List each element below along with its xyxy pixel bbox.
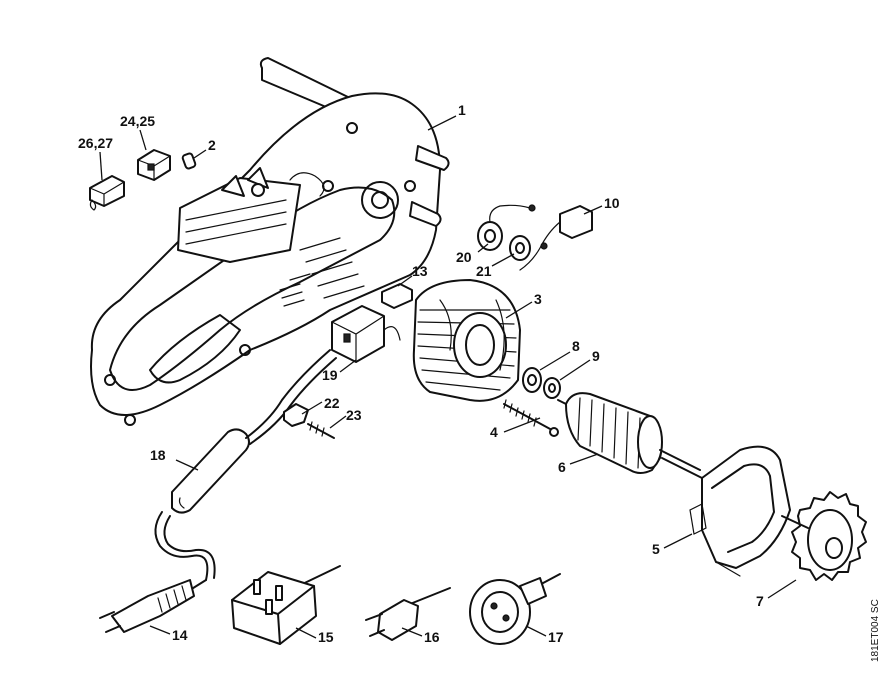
callout-22: 22 <box>324 395 340 411</box>
switch-part-19 <box>331 305 401 363</box>
washer-part-9 <box>543 377 561 399</box>
drawing-code: 181ET004 SC <box>870 599 881 662</box>
carbon-brush-part-26-27 <box>89 175 125 211</box>
callout-19: 19 <box>322 367 338 383</box>
callout-10: 10 <box>604 195 620 211</box>
cord-part-18 <box>154 349 337 581</box>
plug-part-17 <box>469 573 561 645</box>
callout-5: 5 <box>652 541 660 557</box>
callout-13: 13 <box>412 263 428 279</box>
callout-2: 2 <box>208 137 216 153</box>
plug-part-14 <box>99 579 207 633</box>
callout-24-25: 24,25 <box>120 113 155 129</box>
callout-17: 17 <box>548 629 564 645</box>
callout-20: 20 <box>456 249 472 265</box>
callout-7: 7 <box>756 593 764 609</box>
microswitch-part-10 <box>519 205 593 271</box>
callout-6: 6 <box>558 459 566 475</box>
bearing-part-8 <box>522 367 542 393</box>
screw-part-4 <box>503 399 559 437</box>
callout-23: 23 <box>346 407 362 423</box>
callout-18: 18 <box>150 447 166 463</box>
callout-8: 8 <box>572 338 580 354</box>
choke-part-20 <box>477 204 536 251</box>
armature-part-6 <box>557 392 703 479</box>
callout-3: 3 <box>534 291 542 307</box>
callout-16: 16 <box>424 629 440 645</box>
brush-holder-part-24-25 <box>137 149 171 181</box>
clamp-part-22 <box>283 403 309 427</box>
callout-9: 9 <box>592 348 600 364</box>
plug-part-15 <box>231 565 341 645</box>
cover-part-5 <box>689 445 791 577</box>
callout-14: 14 <box>172 627 188 643</box>
callout-21: 21 <box>476 263 492 279</box>
leader-lines <box>99 115 797 639</box>
pin-part-2 <box>181 152 197 170</box>
housing-part-1 <box>90 57 450 426</box>
stator-part-3 <box>412 279 521 402</box>
callout-15: 15 <box>318 629 334 645</box>
screw-part-23 <box>307 421 335 439</box>
terminal-part-13 <box>381 283 413 309</box>
callout-1: 1 <box>458 102 466 118</box>
callout-labels: 1 2 3 4 5 6 7 8 9 10 13 14 15 16 17 18 1… <box>78 102 764 645</box>
gear-part-7 <box>781 491 867 581</box>
callout-26-27: 26,27 <box>78 135 113 151</box>
washer-part-21 <box>509 235 531 261</box>
callout-4: 4 <box>490 424 498 440</box>
